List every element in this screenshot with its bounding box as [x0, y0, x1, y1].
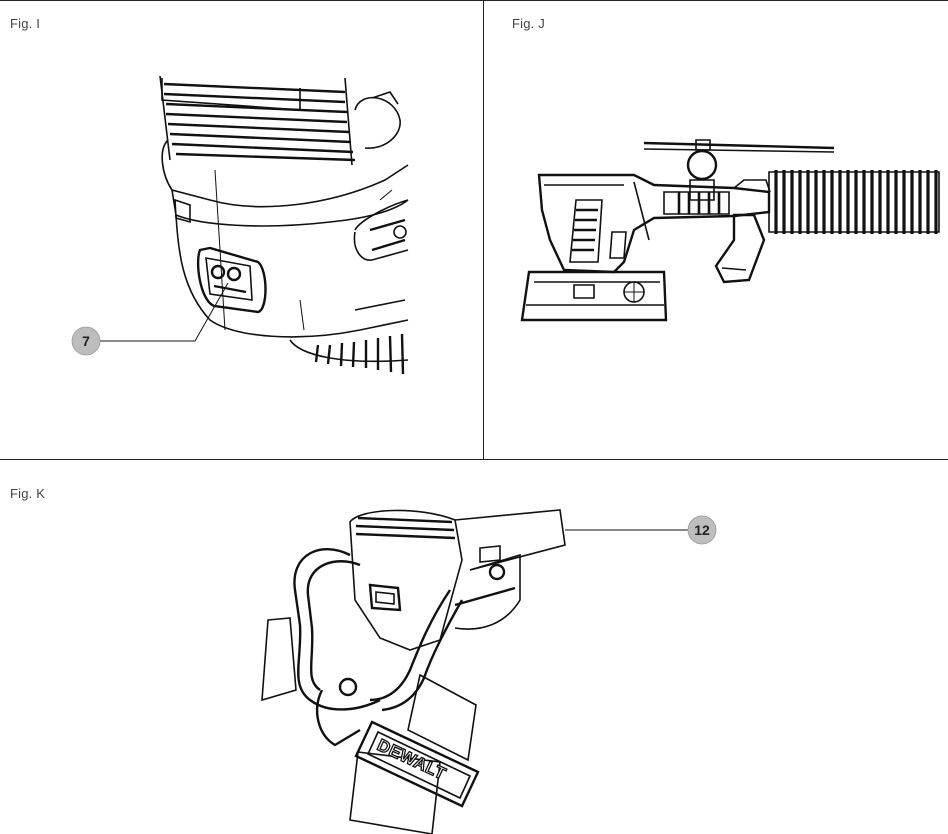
drill-bit [643, 141, 835, 153]
callout-12: 12 [565, 515, 717, 545]
loop-handle [293, 548, 464, 712]
callout-7-label: 7 [82, 333, 90, 349]
drill-body [537, 173, 771, 274]
callout-12-label: 12 [694, 522, 710, 538]
switch-port [196, 246, 267, 314]
horizontal-divider [0, 459, 948, 460]
switch-port [368, 583, 402, 612]
bottom-fins [289, 333, 409, 375]
side-handle-grip [261, 617, 477, 834]
housing-top [349, 509, 566, 651]
figure-j-drawing [520, 139, 940, 322]
figure-i: Fig. I [0, 0, 483, 458]
housing-body [161, 91, 409, 338]
figure-k-drawing: DEWALT 12 [261, 509, 717, 834]
dust-extractor-bellows [768, 170, 940, 234]
figure-i-label: Fig. I [10, 16, 41, 31]
figure-j: Fig. J [484, 0, 948, 458]
figure-k-label: Fig. K [10, 486, 46, 501]
vertical-divider [483, 0, 484, 460]
figure-k: Fig. K [0, 460, 948, 834]
vent-grille [159, 75, 356, 166]
figure-i-drawing: 7 [71, 75, 409, 375]
callout-7: 7 [71, 282, 229, 356]
figure-j-label: Fig. J [512, 16, 545, 31]
dewalt-logo-text: DEWALT [374, 735, 449, 783]
battery-pack [520, 270, 668, 322]
top-rule [0, 0, 948, 1]
dust-hose-handle [714, 213, 766, 284]
